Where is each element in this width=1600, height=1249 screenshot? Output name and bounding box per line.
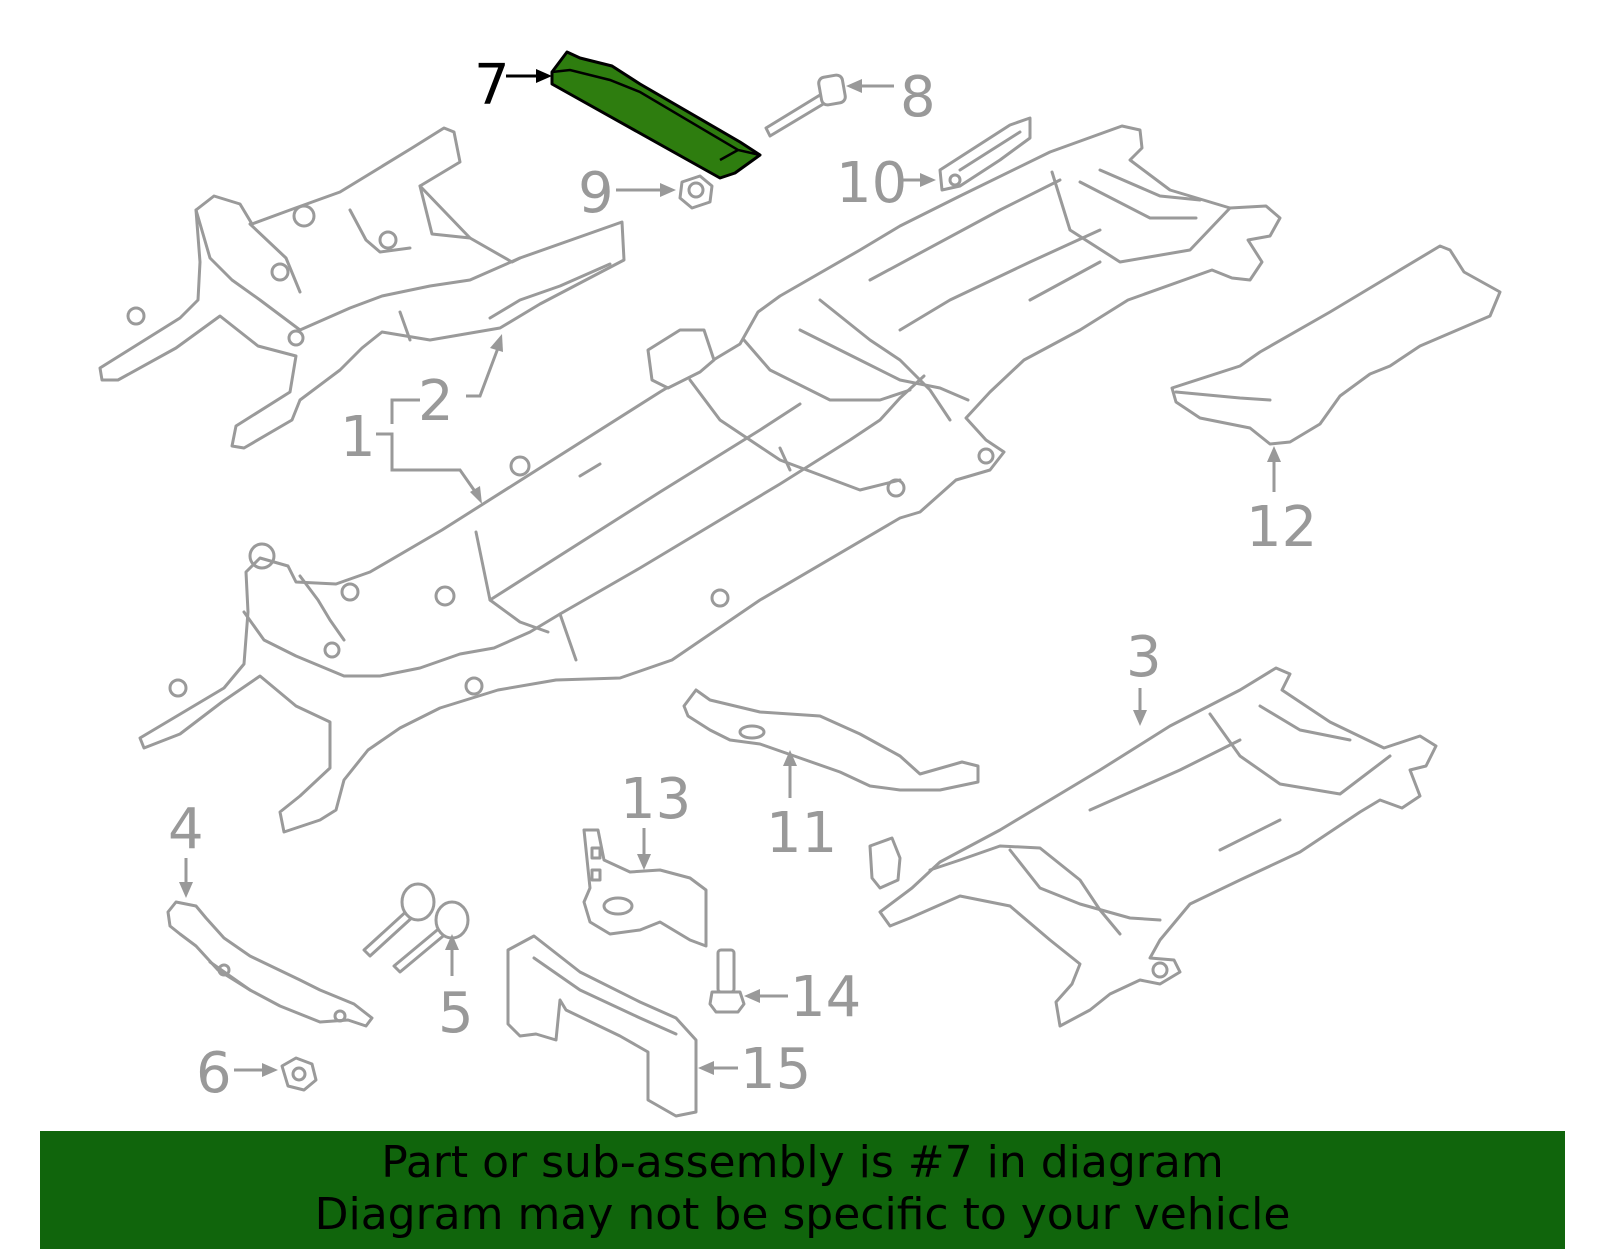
part-10-bracket[interactable] [938, 116, 1032, 192]
part-12-skid-plate[interactable] [1170, 244, 1502, 446]
callout-3[interactable]: 3 [1126, 625, 1162, 690]
callout-10[interactable]: 10 [836, 151, 907, 216]
info-banner: Part or sub-assembly is #7 in diagram Di… [40, 1131, 1565, 1249]
leader-lines [179, 69, 1281, 1077]
parts-diagram: 7 8 9 10 2 1 12 3 11 4 13 5 14 6 15 [98, 50, 1502, 1118]
callout-1[interactable]: 1 [340, 405, 376, 470]
part-6-nut[interactable] [280, 1056, 318, 1092]
part-15-bumper-cover[interactable] [506, 934, 698, 1118]
part-3-rear-frame-section[interactable] [868, 666, 1438, 1028]
callout-13[interactable]: 13 [620, 767, 691, 832]
banner-line-disclaimer: Diagram may not be specific to your vehi… [314, 1189, 1291, 1240]
part-7-crossmember-brace[interactable] [550, 50, 762, 180]
part-11-crossmember[interactable] [682, 688, 980, 792]
callout-2[interactable]: 2 [418, 369, 454, 434]
part-9-nut[interactable] [678, 174, 714, 210]
callout-11[interactable]: 11 [766, 801, 837, 866]
part-13-tow-hook[interactable] [582, 828, 708, 948]
callout-7[interactable]: 7 [474, 53, 510, 118]
part-2-front-frame-section[interactable] [98, 126, 626, 450]
part-8-bolt[interactable] [764, 73, 847, 138]
part-1-frame-assembly[interactable] [138, 124, 1282, 834]
callout-9[interactable]: 9 [578, 161, 614, 226]
callout-14[interactable]: 14 [790, 965, 861, 1030]
callout-6[interactable]: 6 [196, 1041, 232, 1106]
callout-15[interactable]: 15 [740, 1037, 811, 1102]
part-4-bracket[interactable] [166, 900, 374, 1028]
callout-8[interactable]: 8 [900, 65, 936, 130]
callout-4[interactable]: 4 [168, 797, 204, 862]
part-5-bolts[interactable] [362, 882, 470, 974]
banner-line-part: Part or sub-assembly is #7 in diagram [381, 1137, 1224, 1188]
part-14-bolt[interactable] [708, 948, 746, 1014]
callout-labels: 7 8 9 10 2 1 12 3 11 4 13 5 14 6 15 [168, 53, 1317, 1106]
callout-12[interactable]: 12 [1246, 495, 1317, 560]
callout-5[interactable]: 5 [438, 981, 474, 1046]
